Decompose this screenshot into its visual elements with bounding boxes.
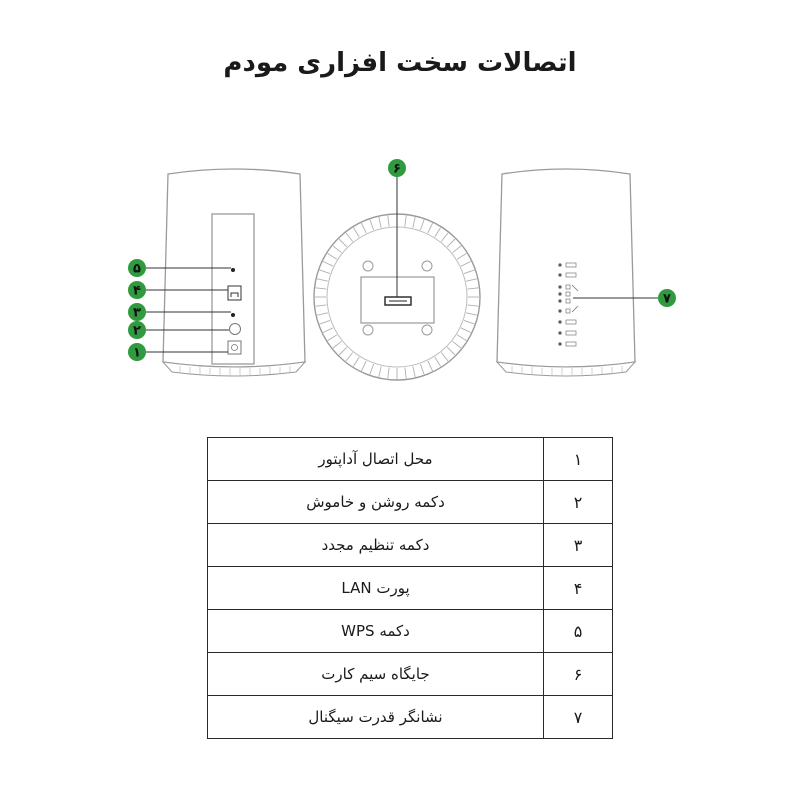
vent-tick xyxy=(434,356,441,367)
vent-tick xyxy=(345,352,354,362)
page-title: اتصالات سخت افزاری مودم xyxy=(223,48,577,78)
vent-tick xyxy=(446,238,456,248)
signal-strength-indicator xyxy=(571,284,579,313)
vent-tick xyxy=(387,367,390,379)
vent-tick xyxy=(427,222,434,234)
vent-tick xyxy=(456,334,467,341)
vent-tick xyxy=(319,319,331,325)
svg-text:۵: ۵ xyxy=(133,262,141,277)
table-row: ۲ دکمه روشن و خاموش xyxy=(207,480,613,524)
modem-bottom-view: ۶ xyxy=(313,159,481,381)
vent-tick xyxy=(446,346,456,356)
legend-label: نشانگر قدرت سیگنال xyxy=(207,695,544,739)
vent-tick xyxy=(463,319,475,325)
svg-text:۱: ۱ xyxy=(133,346,141,361)
vent-tick xyxy=(434,227,441,238)
vent-tick xyxy=(332,245,342,254)
vent-tick xyxy=(360,222,367,234)
legend-label: پورت LAN xyxy=(207,566,544,610)
vent-tick xyxy=(404,367,407,379)
vent-tick xyxy=(327,334,338,341)
table-row: ۱ محل اتصال آداپتور xyxy=(207,437,613,481)
vent-tick xyxy=(317,312,328,316)
vent-tick xyxy=(460,260,472,267)
svg-text:۷: ۷ xyxy=(663,292,671,307)
legend-number: ۱ xyxy=(543,437,613,481)
status-led-column xyxy=(558,262,577,347)
vent-tick xyxy=(322,260,334,267)
vent-tick xyxy=(345,232,354,242)
vent-tick xyxy=(332,340,342,349)
vent-tick xyxy=(317,278,328,282)
callout-6: ۶ xyxy=(388,159,406,177)
legend-number: ۴ xyxy=(543,566,613,610)
legend-label: دکمه روشن و خاموش xyxy=(207,480,544,524)
wps-button xyxy=(231,268,235,272)
vent-tick xyxy=(315,287,327,290)
legend-number: ۷ xyxy=(543,695,613,739)
vent-tick xyxy=(353,356,360,367)
vent-tick xyxy=(369,363,375,375)
vent-tick xyxy=(452,340,462,349)
legend-label: محل اتصال آداپتور xyxy=(207,437,544,481)
callout-2: ۲ xyxy=(128,321,146,339)
reset-button xyxy=(231,313,235,317)
table-row: ۵ دکمه WPS xyxy=(207,609,613,653)
legend-label: جایگاه سیم کارت xyxy=(207,652,544,696)
callout-1: ۱ xyxy=(128,343,146,361)
vent-tick xyxy=(315,304,327,307)
legend-table: ۱ محل اتصال آداپتور ۲ دکمه روشن و خاموش … xyxy=(207,437,613,739)
vent-tick xyxy=(369,219,375,231)
vent-tick xyxy=(378,366,382,377)
legend-number: ۶ xyxy=(543,652,613,696)
vent-tick xyxy=(412,366,416,377)
vent-tick xyxy=(427,360,434,372)
vent-tick xyxy=(440,232,449,242)
vent-tick xyxy=(460,327,472,334)
vent-tick xyxy=(412,217,416,228)
vent-tick xyxy=(419,219,425,231)
svg-text:۶: ۶ xyxy=(393,162,401,177)
vent-tick xyxy=(319,269,331,275)
vent-tick xyxy=(466,278,477,282)
adapter-socket xyxy=(227,340,242,355)
vent-tick xyxy=(387,215,390,227)
vent-tick xyxy=(322,327,334,334)
callout-4: ۴ xyxy=(128,281,146,299)
legend-label: دکمه WPS xyxy=(207,609,544,653)
vent-tick xyxy=(463,269,475,275)
vent-tick xyxy=(440,352,449,362)
callout-3: ۳ xyxy=(128,303,146,321)
svg-text:۴: ۴ xyxy=(133,284,141,299)
table-row: ۳ دکمه تنظیم مجدد xyxy=(207,523,613,567)
vent-tick xyxy=(338,238,348,248)
modem-front-view: ۷ xyxy=(495,168,676,377)
svg-text:۲: ۲ xyxy=(133,324,141,339)
table-row: ۶ جایگاه سیم کارت xyxy=(207,652,613,696)
legend-number: ۲ xyxy=(543,480,613,524)
callout-7: ۷ xyxy=(658,289,676,307)
table-row: ۷ نشانگر قدرت سیگنال xyxy=(207,695,613,739)
vent-tick xyxy=(404,215,407,227)
legend-number: ۳ xyxy=(543,523,613,567)
vent-tick xyxy=(466,312,477,316)
vent-tick xyxy=(360,360,367,372)
vent-tick xyxy=(378,217,382,228)
vent-tick xyxy=(338,346,348,356)
vent-tick xyxy=(452,245,462,254)
power-button xyxy=(229,323,241,335)
vent-tick xyxy=(467,287,479,290)
vent-tick xyxy=(456,253,467,260)
modem-back-view: ۵ ۴ ۳ ۲ ۱ xyxy=(128,168,307,377)
vent-tick xyxy=(353,227,360,238)
legend-label: دکمه تنظیم مجدد xyxy=(207,523,544,567)
callout-5: ۵ xyxy=(128,259,146,277)
vent-tick xyxy=(327,253,338,260)
vent-tick xyxy=(467,304,479,307)
legend-number: ۵ xyxy=(543,609,613,653)
svg-text:۳: ۳ xyxy=(133,306,141,321)
table-row: ۴ پورت LAN xyxy=(207,566,613,610)
vent-tick xyxy=(419,363,425,375)
